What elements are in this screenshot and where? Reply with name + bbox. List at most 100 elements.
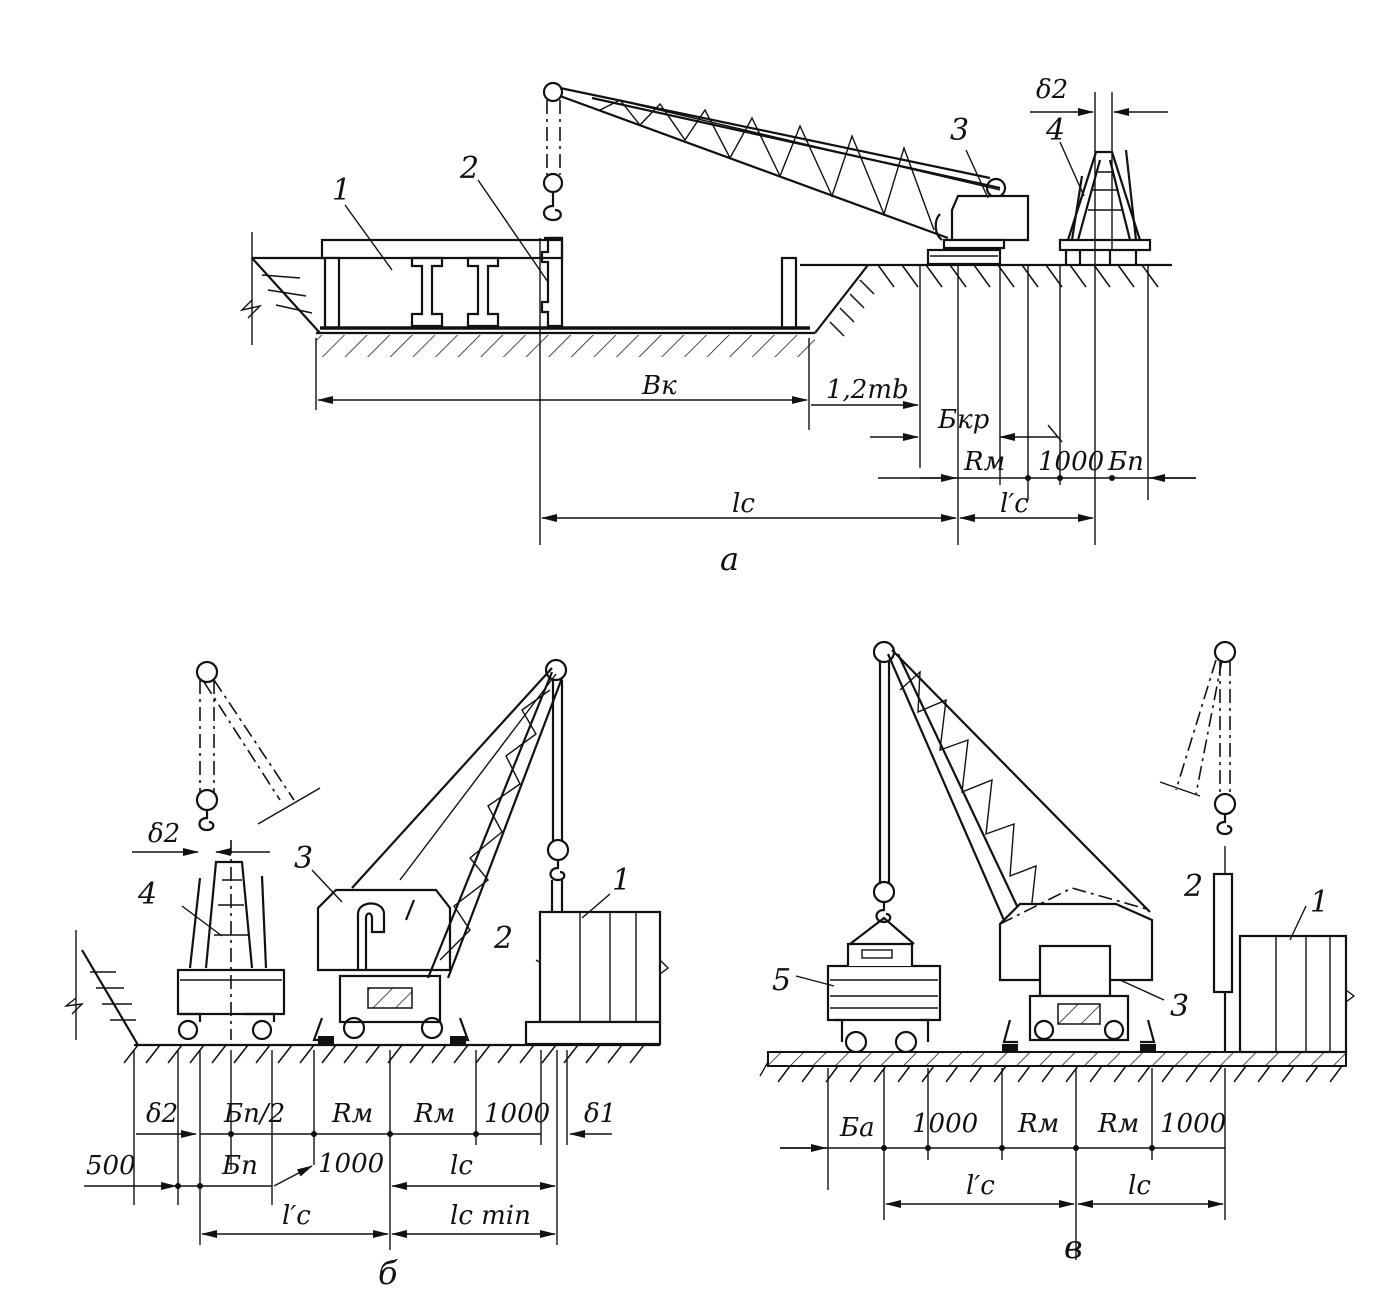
label-3-b: 3	[294, 841, 313, 876]
dim-rm1-v: Rм	[1017, 1109, 1059, 1139]
ground-hatch-right	[877, 264, 1159, 288]
dim-bp-a: Бп	[1107, 447, 1144, 477]
crane-boom-v	[872, 640, 1151, 981]
outrigger-right-v	[1140, 1044, 1156, 1052]
dim-dot-v4	[1073, 1145, 1079, 1151]
element-stack-4-b	[176, 840, 286, 1041]
boom-dashed-v	[1159, 640, 1237, 874]
dim-leader-1000-b	[273, 1165, 313, 1187]
outrigger-left-b	[318, 1036, 334, 1044]
label-1-b: 1	[612, 863, 631, 898]
ground-strip-v	[767, 1051, 1347, 1067]
element-2-v	[1212, 872, 1234, 994]
dim-lc-min-b: lс min	[450, 1201, 531, 1231]
wall-right	[780, 256, 798, 330]
label-2-a: 2	[459, 151, 479, 186]
leader-3-b	[311, 869, 343, 903]
wall-panels-1-v	[1238, 934, 1356, 1054]
dim-lc-prime-v: l′с	[966, 1171, 995, 1201]
dim-bkr: Бкр	[937, 405, 990, 435]
leader-3-v	[1119, 979, 1165, 1001]
dim-ba-v: Ба	[839, 1113, 875, 1143]
leader-4-b	[181, 905, 223, 937]
label-3-a: 3	[950, 113, 969, 148]
dim-dot-b1	[228, 1131, 234, 1137]
boom-dashed-b	[195, 660, 321, 832]
extension-lines-a	[315, 238, 1149, 545]
dim-delta1-b: δ1	[584, 1099, 616, 1129]
caption-a: а	[720, 540, 739, 578]
pit-right-slope	[814, 264, 875, 337]
ground-hatch-v	[759, 1061, 1343, 1083]
dim-dot-v3	[999, 1145, 1005, 1151]
label-5-v: 5	[772, 963, 791, 998]
leader-3-a	[965, 149, 989, 199]
dim-1000b-b: 1000	[318, 1149, 384, 1179]
dim-rm2-b: Rм	[413, 1099, 455, 1129]
dim-dot-v5	[1149, 1145, 1155, 1151]
dim-lc-prime-b: l′с	[282, 1201, 311, 1231]
label-1-a: 1	[332, 173, 351, 208]
label-1-v: 1	[1310, 885, 1329, 920]
column-1	[410, 256, 444, 328]
hook-block-a	[542, 81, 564, 240]
dim-delta2-top-b: δ2	[148, 819, 180, 849]
dim-bk: Bк	[641, 371, 677, 401]
crane-3-v	[998, 887, 1156, 1052]
crane-boom-a	[559, 86, 1001, 240]
column-2	[466, 256, 500, 328]
dim-rm1-b: Rм	[331, 1099, 373, 1129]
crane-boom-b	[351, 658, 570, 979]
dim-dot-b6	[197, 1183, 203, 1189]
dim-rm-a: Rм	[963, 447, 1005, 477]
dim-lc-b: lс	[450, 1151, 473, 1181]
dim-dot-v2	[925, 1145, 931, 1151]
diagram-v: 5 3 2 1 Ба 1000 Rм Rм 1000 l′с lс в	[759, 640, 1356, 1266]
dim-delta2-a: δ2	[1036, 75, 1068, 105]
crane-3-a	[926, 177, 1030, 266]
dim-dot-2	[1057, 475, 1063, 481]
truck-5-v	[826, 916, 942, 1054]
label-3-v: 3	[1170, 989, 1189, 1024]
leader-1-b	[581, 893, 611, 919]
pit-slope-b	[63, 930, 139, 1046]
dim-dot-v1	[881, 1145, 887, 1151]
element-stack-4-a	[1058, 92, 1152, 545]
ground-hatch-b	[123, 1044, 645, 1064]
dim-delta2-b: δ2	[146, 1099, 178, 1129]
dim-1000a-b: 1000	[484, 1099, 550, 1129]
label-2-b: 2	[493, 921, 513, 956]
dim-500-b: 500	[86, 1151, 136, 1181]
label-4-a: 4	[1045, 113, 1065, 148]
leader-4-a	[1059, 141, 1085, 197]
extension-lines-v	[827, 1068, 1226, 1260]
dim-1000b-v: 1000	[1160, 1109, 1226, 1139]
leader-2-a	[477, 179, 549, 283]
leader-1-v	[1289, 905, 1307, 941]
pit-left-slope	[239, 232, 321, 345]
dim-lc-a: lс	[732, 489, 755, 519]
diagram-a: 1 2 3 4 Bк 1,2mb	[239, 75, 1196, 578]
caption-b: б	[378, 1254, 398, 1292]
leader-1-a	[344, 204, 393, 271]
crane-3-b	[312, 888, 470, 1044]
wall-left	[323, 256, 341, 330]
dim-rm2-v: Rм	[1097, 1109, 1139, 1139]
dim-1000-a: 1000	[1038, 447, 1104, 477]
dim-bp-b: Бп	[221, 1151, 258, 1181]
label-4-b: 4	[137, 877, 157, 912]
outrigger-left-v	[1002, 1044, 1018, 1052]
dim-dot-b5	[175, 1183, 181, 1189]
dim-bp-half-b: Бп/2	[223, 1099, 285, 1129]
label-2-v: 2	[1183, 869, 1203, 904]
diagram-b: 4 3 2 1 δ2	[63, 658, 670, 1292]
dim-lc-v: lс	[1128, 1171, 1151, 1201]
caption-v: в	[1064, 1228, 1083, 1266]
dim-dot-b4	[473, 1131, 479, 1137]
dim-dot-3	[1109, 475, 1115, 481]
dim-lc-prime-a: l′с	[1000, 489, 1029, 519]
dim-dot-1	[1025, 475, 1031, 481]
pit-bottom-hatch	[316, 335, 815, 357]
dim-dot-b3	[387, 1131, 393, 1137]
